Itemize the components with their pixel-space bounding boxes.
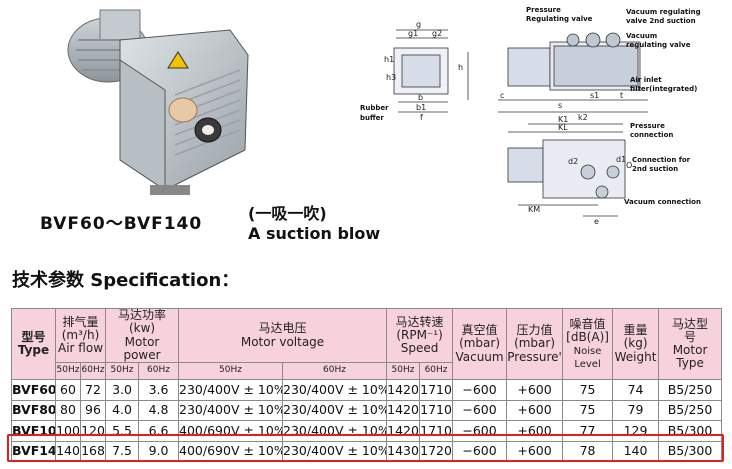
svg-text:k2: k2 — [578, 113, 588, 122]
svg-text:d2: d2 — [568, 157, 578, 166]
header-motor-power: 马达功率(kw)Motor power — [105, 308, 180, 363]
header-vacuum: 真空值(mbar)Vacuum — [452, 308, 508, 380]
svg-text:Connection for: Connection for — [632, 156, 691, 164]
svg-text:K1: K1 — [558, 115, 568, 124]
svg-text:Rubber: Rubber — [360, 104, 389, 112]
spec-title: 技术参数 Specification： — [12, 270, 240, 291]
highlight-box — [7, 434, 724, 462]
svg-text:connection: connection — [630, 131, 673, 139]
suction-blow-en: A suction blow — [248, 224, 381, 243]
svg-text:Pressure: Pressure — [630, 122, 665, 130]
svg-text:g1: g1 — [408, 29, 418, 38]
pump-product-photo — [0, 0, 250, 205]
svg-text:c: c — [500, 91, 504, 100]
header-speed: 马达转速(RPM⁻¹)Speed — [386, 308, 454, 363]
svg-text:s1: s1 — [590, 91, 599, 100]
hz-60: 60Hz — [138, 362, 180, 380]
svg-text:g: g — [416, 20, 421, 29]
hz-50: 50Hz — [386, 362, 421, 380]
svg-text:KM: KM — [528, 205, 540, 214]
svg-text:KL: KL — [558, 123, 568, 132]
hz-50: 50Hz — [178, 362, 284, 380]
model-range: BVF60～BVF140 — [40, 214, 203, 234]
svg-text:Pressure: Pressure — [526, 6, 561, 14]
svg-text:Air inlet: Air inlet — [630, 76, 662, 84]
header-weight: 重量(kg)Weight — [612, 308, 660, 380]
hz-50: 50Hz — [55, 362, 81, 380]
svg-text:2nd suction: 2nd suction — [632, 165, 678, 173]
svg-text:Vacuum regulating: Vacuum regulating — [626, 8, 701, 16]
svg-text:t: t — [620, 91, 623, 100]
svg-text:f: f — [420, 113, 423, 122]
suction-blow-cn: (一吸一吹) — [248, 204, 327, 223]
svg-text:Vacuum connection: Vacuum connection — [624, 198, 701, 206]
svg-text:O: O — [626, 161, 632, 170]
header-pressure: 压力值(mbar)Pressure' — [506, 308, 564, 380]
svg-text:Regulating valve: Regulating valve — [526, 15, 593, 23]
svg-text:filter(integrated): filter(integrated) — [630, 85, 697, 93]
header-air-flow: 排气量(m³/h)Air flow — [54, 308, 107, 363]
svg-text:h: h — [458, 63, 463, 72]
svg-text:d1: d1 — [616, 155, 626, 164]
svg-text:buffer: buffer — [360, 114, 384, 122]
svg-text:h3: h3 — [386, 73, 396, 82]
svg-text:valve 2nd suction: valve 2nd suction — [626, 17, 696, 25]
hz-50: 50Hz — [105, 362, 140, 380]
hz-60: 60Hz — [282, 362, 388, 380]
svg-text:g2: g2 — [432, 29, 442, 38]
svg-text:regulating valve: regulating valve — [626, 41, 691, 49]
svg-text:h1: h1 — [384, 55, 394, 64]
hz-60: 60Hz — [419, 362, 454, 380]
svg-text:b1: b1 — [416, 103, 426, 112]
svg-text:e: e — [594, 217, 599, 226]
svg-text:b: b — [418, 93, 423, 102]
hz-60: 60Hz — [79, 362, 107, 380]
svg-text:s: s — [558, 101, 562, 110]
svg-text:Vacuum: Vacuum — [626, 32, 657, 40]
